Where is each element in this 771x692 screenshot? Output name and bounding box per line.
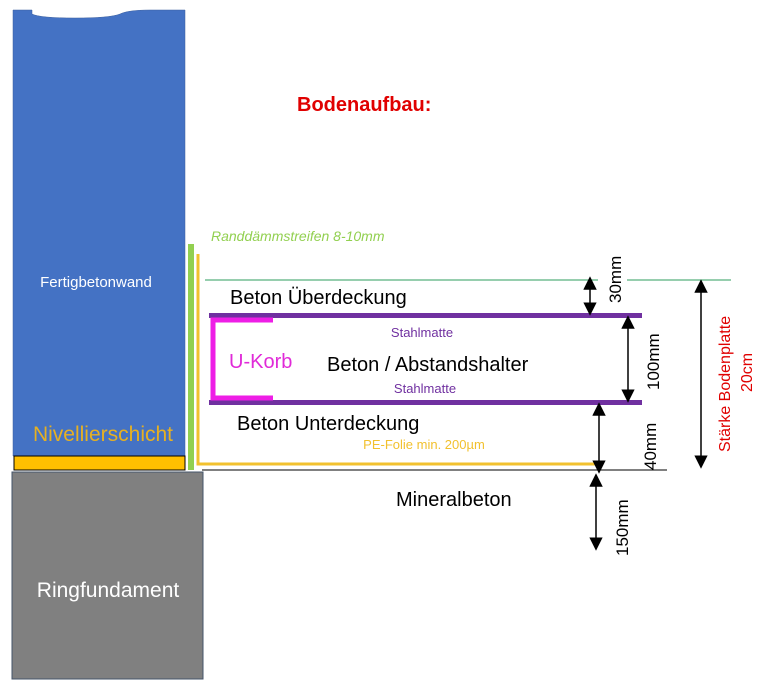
mineral-concrete-label: Mineralbeton (396, 489, 512, 511)
u-basket-label: U-Korb (229, 351, 292, 373)
leveling-layer (13, 455, 186, 471)
top-cover-label: Beton Überdeckung (230, 287, 407, 309)
edge-strip-label: Randdämmstreifen 8-10mm (211, 228, 385, 244)
slab-thickness-label-line1: Stärke Bodenplatte (717, 316, 734, 452)
edge-insulation-strip (188, 244, 194, 470)
dim-label-mat-spacing: 100mm (644, 333, 663, 390)
leveling-label: Nivellierschicht (33, 423, 173, 446)
ring-foundation (11, 471, 204, 680)
bottom-cover-label: Beton Unterdeckung (237, 413, 419, 435)
u-basket (210, 317, 273, 401)
diagram-title: Bodenaufbau: (297, 94, 431, 116)
slab-thickness-label-line2: 20cm (739, 353, 756, 392)
pe-foil (196, 254, 600, 466)
foundation-label: Ringfundament (37, 579, 180, 602)
steel-mat-bottom-label: Stahlmatte (394, 381, 456, 396)
dim-label-mineral: 150mm (613, 499, 632, 556)
middle-layer-label: Beton / Abstandshalter (327, 354, 529, 376)
steel-mat-bottom (209, 400, 642, 405)
wall-label: Fertigbetonwand (40, 274, 152, 291)
dim-label-top-cover: 30mm (606, 256, 625, 303)
dim-label-bottom-cover: 40mm (641, 423, 660, 470)
pe-foil-label: PE-Folie min. 200µm (363, 437, 485, 452)
precast-wall (12, 9, 186, 457)
steel-mat-top (209, 313, 642, 318)
steel-mat-top-label: Stahlmatte (391, 325, 453, 340)
